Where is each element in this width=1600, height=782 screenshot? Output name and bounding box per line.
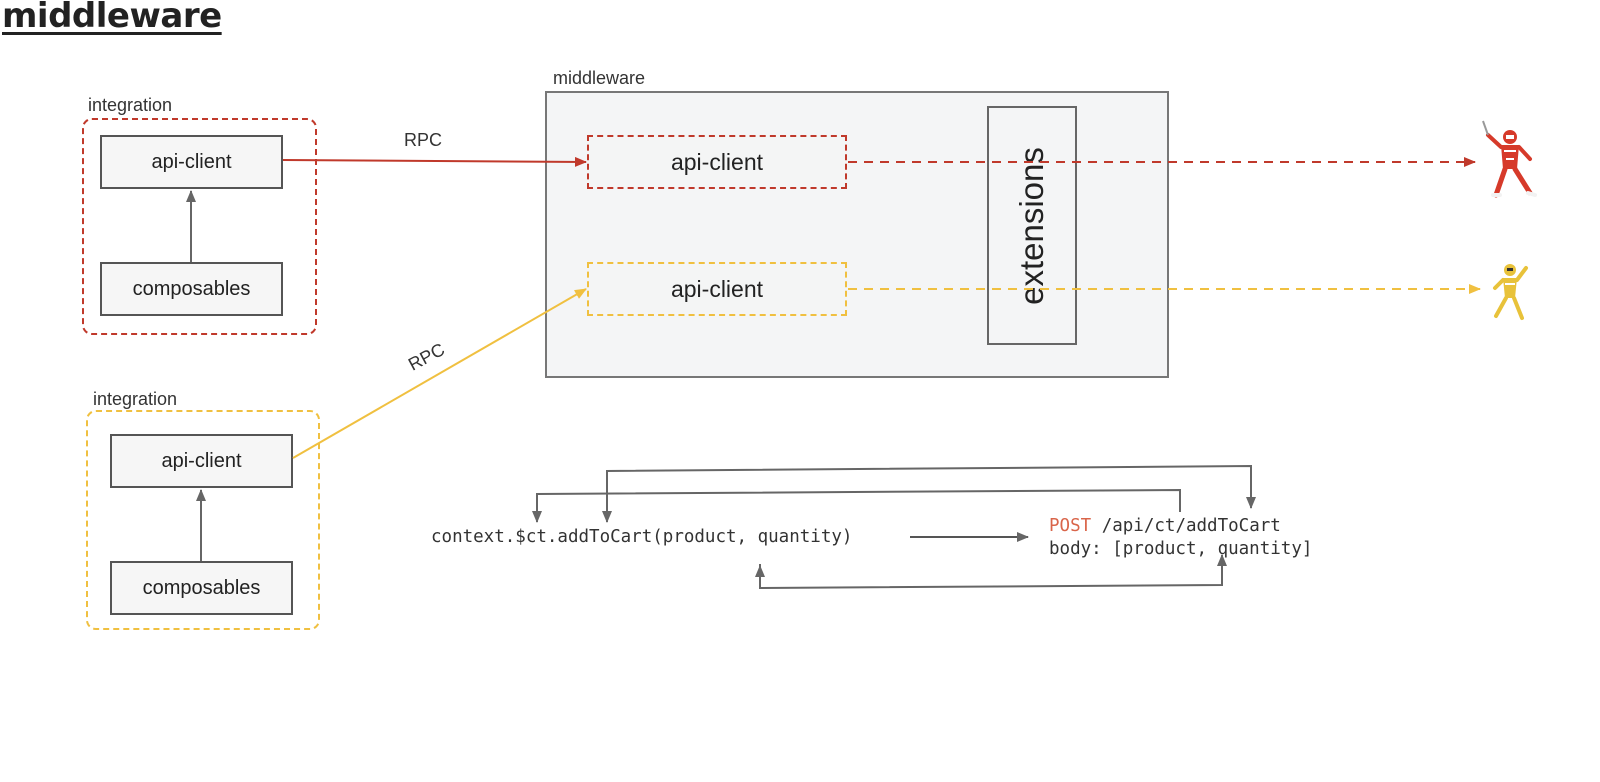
arrow-rpc-yellow — [292, 288, 587, 459]
integration-bottom-composables[interactable]: composables — [110, 561, 293, 615]
integration-bottom-label: integration — [93, 389, 178, 409]
integration-bottom-api-client[interactable]: api-client — [110, 434, 293, 488]
integration-top-label: integration — [88, 95, 173, 115]
middleware-api-client-red[interactable]: api-client — [587, 135, 847, 189]
middleware-label: middleware — [553, 68, 646, 88]
integration-bottom-group — [86, 410, 320, 630]
integration-top-api-client[interactable]: api-client — [100, 135, 283, 189]
yellow-ranger-figure-icon — [1493, 264, 1528, 320]
code-post-line: POST /api/ct/addToCart — [1049, 516, 1281, 536]
arrow-rpc-red — [282, 156, 587, 167]
integration-top-composables[interactable]: composables — [100, 262, 283, 316]
code-call: context.$ct.addToCart(product, quantity) — [431, 527, 853, 547]
arrow-loop-inner — [532, 488, 1181, 523]
red-ranger-figure-icon — [1482, 120, 1537, 198]
code-post-method: POST — [1049, 516, 1092, 536]
code-body: body: [product, quantity] — [1049, 539, 1313, 559]
extensions-box[interactable]: extensions — [987, 106, 1077, 345]
page-title: middleware — [2, 0, 222, 36]
integration-top-group — [82, 118, 317, 335]
code-post-path: /api/ct/addToCart — [1091, 516, 1281, 536]
arrow-loop-outer — [606, 464, 1256, 522]
middleware-api-client-yellow[interactable]: api-client — [587, 262, 847, 316]
rpc-top-label: RPC — [404, 130, 443, 150]
arrow-loop-bottom — [759, 554, 1227, 590]
